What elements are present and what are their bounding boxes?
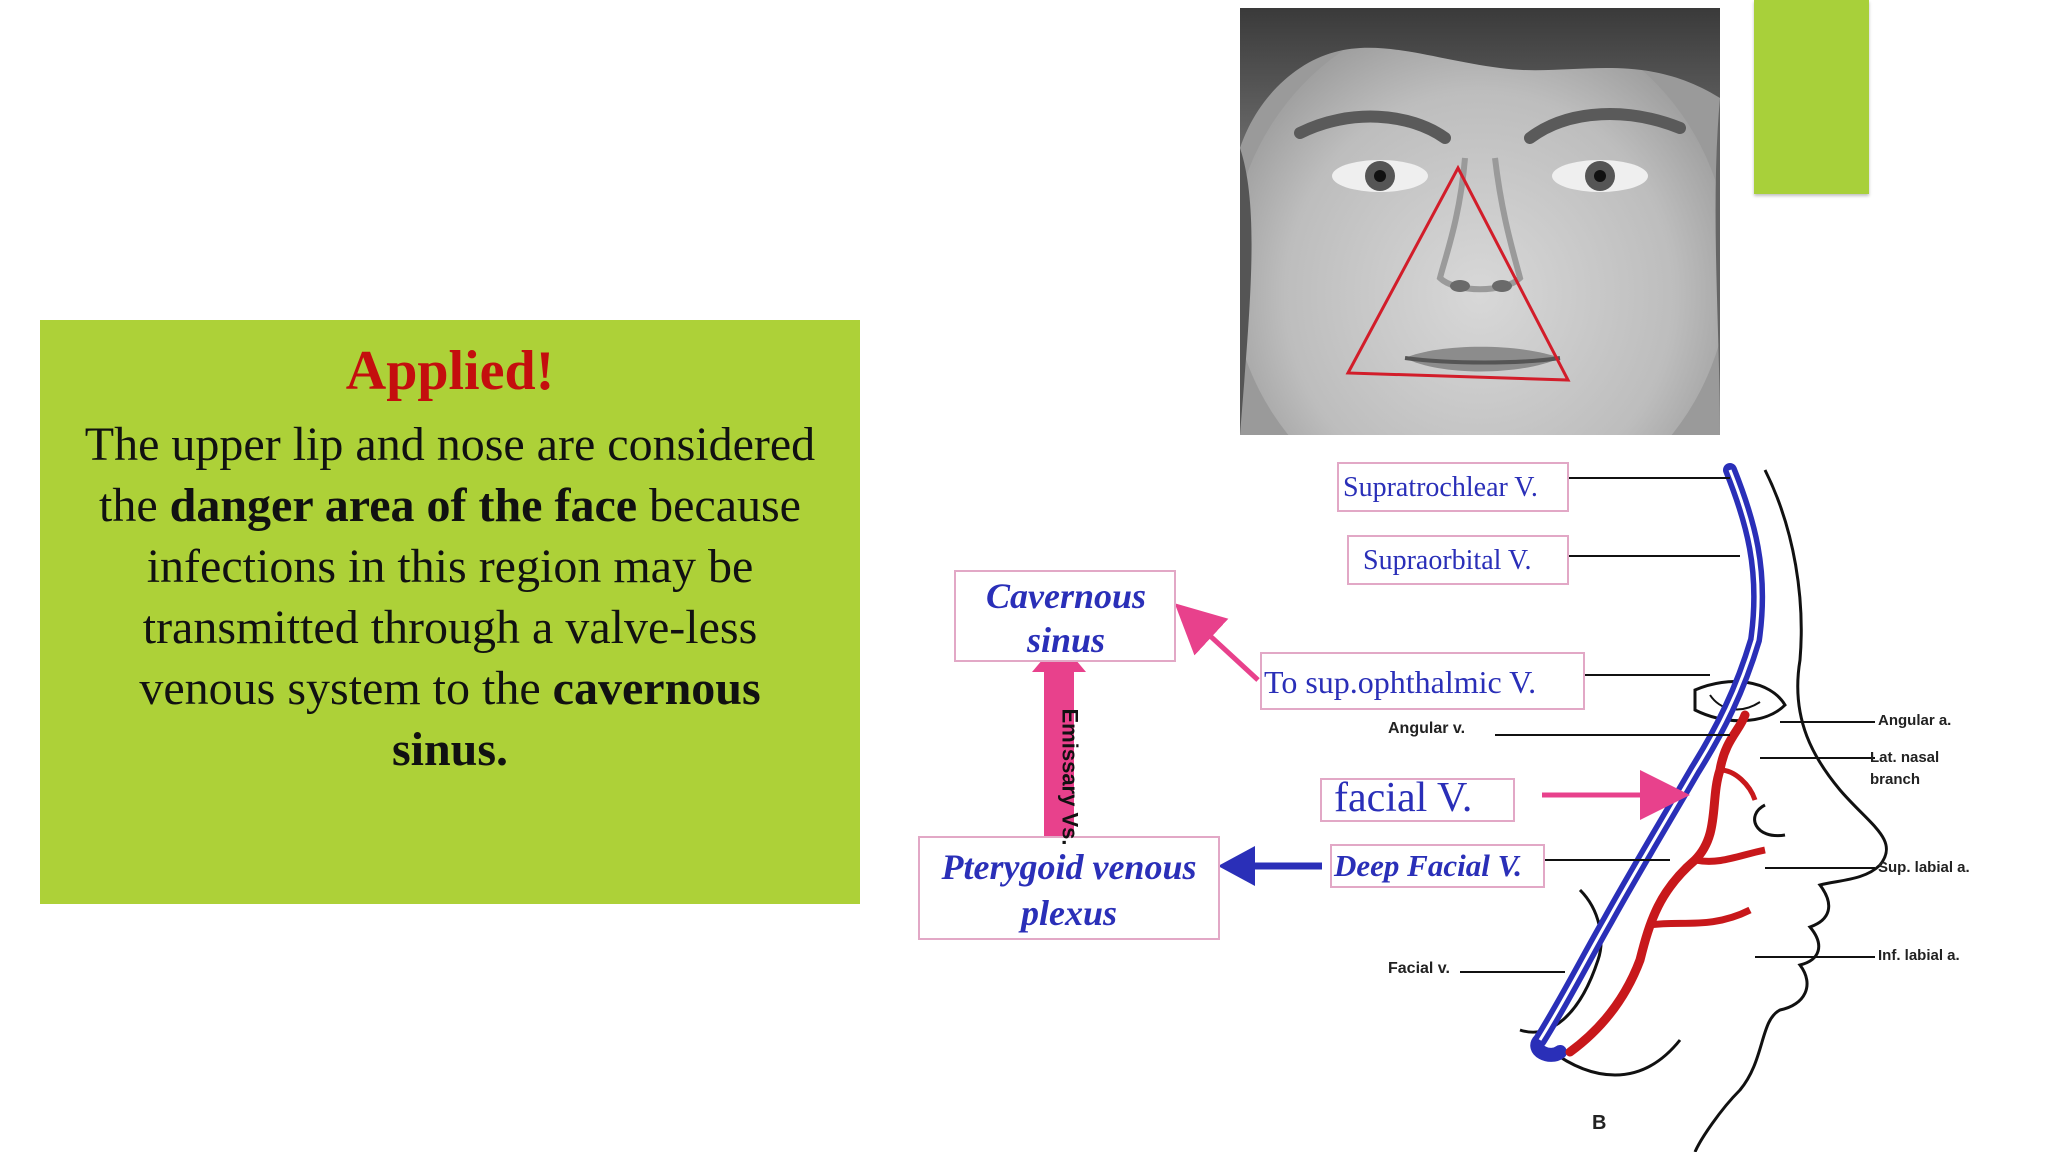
- supraorbital-box: Supraorbital V.: [1347, 535, 1569, 585]
- callout-box: Applied! The upper lip and nose are cons…: [40, 320, 860, 904]
- sup-ophthalmic-label: To sup.ophthalmic V.: [1264, 664, 1537, 700]
- body-bold-2: cavernous sinus.: [391, 662, 761, 776]
- face-photo: [1240, 8, 1720, 435]
- sup-ophthalmic-box: To sup.ophthalmic V.: [1260, 652, 1585, 710]
- supratrochlear-label: Supratrochlear V.: [1343, 472, 1538, 503]
- figure-label: B: [1592, 1112, 1607, 1134]
- callout-title: Applied!: [345, 340, 555, 402]
- facial-vein-diagram: Supratrochlear V. Supraorbital V. Cavern…: [860, 440, 2040, 1152]
- cavernous-sinus-label: Cavernous sinus: [985, 576, 1147, 660]
- supratrochlear-box: Supratrochlear V.: [1337, 462, 1569, 512]
- cavernous-sinus-box: Cavernous sinus: [954, 570, 1176, 662]
- facial-v-label: facial V.: [1334, 775, 1473, 821]
- sup-labial-label: Sup. labial a.: [1878, 859, 1970, 876]
- face-photo-image: [1240, 8, 1720, 435]
- deep-facial-label: Deep Facial V.: [1334, 848, 1522, 883]
- emissary-label: Emissary Vs.: [1057, 708, 1083, 846]
- pterygoid-box: Pterygoid venous plexus: [918, 836, 1220, 940]
- facial-v-box: facial V.: [1320, 775, 1515, 822]
- facial-v-small-label: Facial v.: [1388, 960, 1450, 977]
- accent-block: [1754, 0, 1869, 194]
- lat-nasal-label: Lat. nasal branch: [1870, 749, 1940, 788]
- angular-a-label: Angular a.: [1878, 712, 1952, 729]
- inf-labial-label: Inf. labial a.: [1878, 947, 1960, 964]
- body-text-1: The upper lip and nose are considered th…: [84, 418, 816, 532]
- danger-triangle: [1345, 164, 1571, 382]
- body-bold-1: danger area of the face: [169, 479, 638, 532]
- callout-body: The upper lip and nose are considered th…: [80, 414, 820, 780]
- body-text-2: because infections in this region may be…: [139, 479, 801, 715]
- supraorbital-label: Supraorbital V.: [1363, 545, 1532, 576]
- deep-facial-box: Deep Facial V.: [1330, 844, 1545, 888]
- pterygoid-label: Pterygoid venous plexus: [941, 847, 1197, 933]
- angular-v-label: Angular v.: [1388, 720, 1466, 737]
